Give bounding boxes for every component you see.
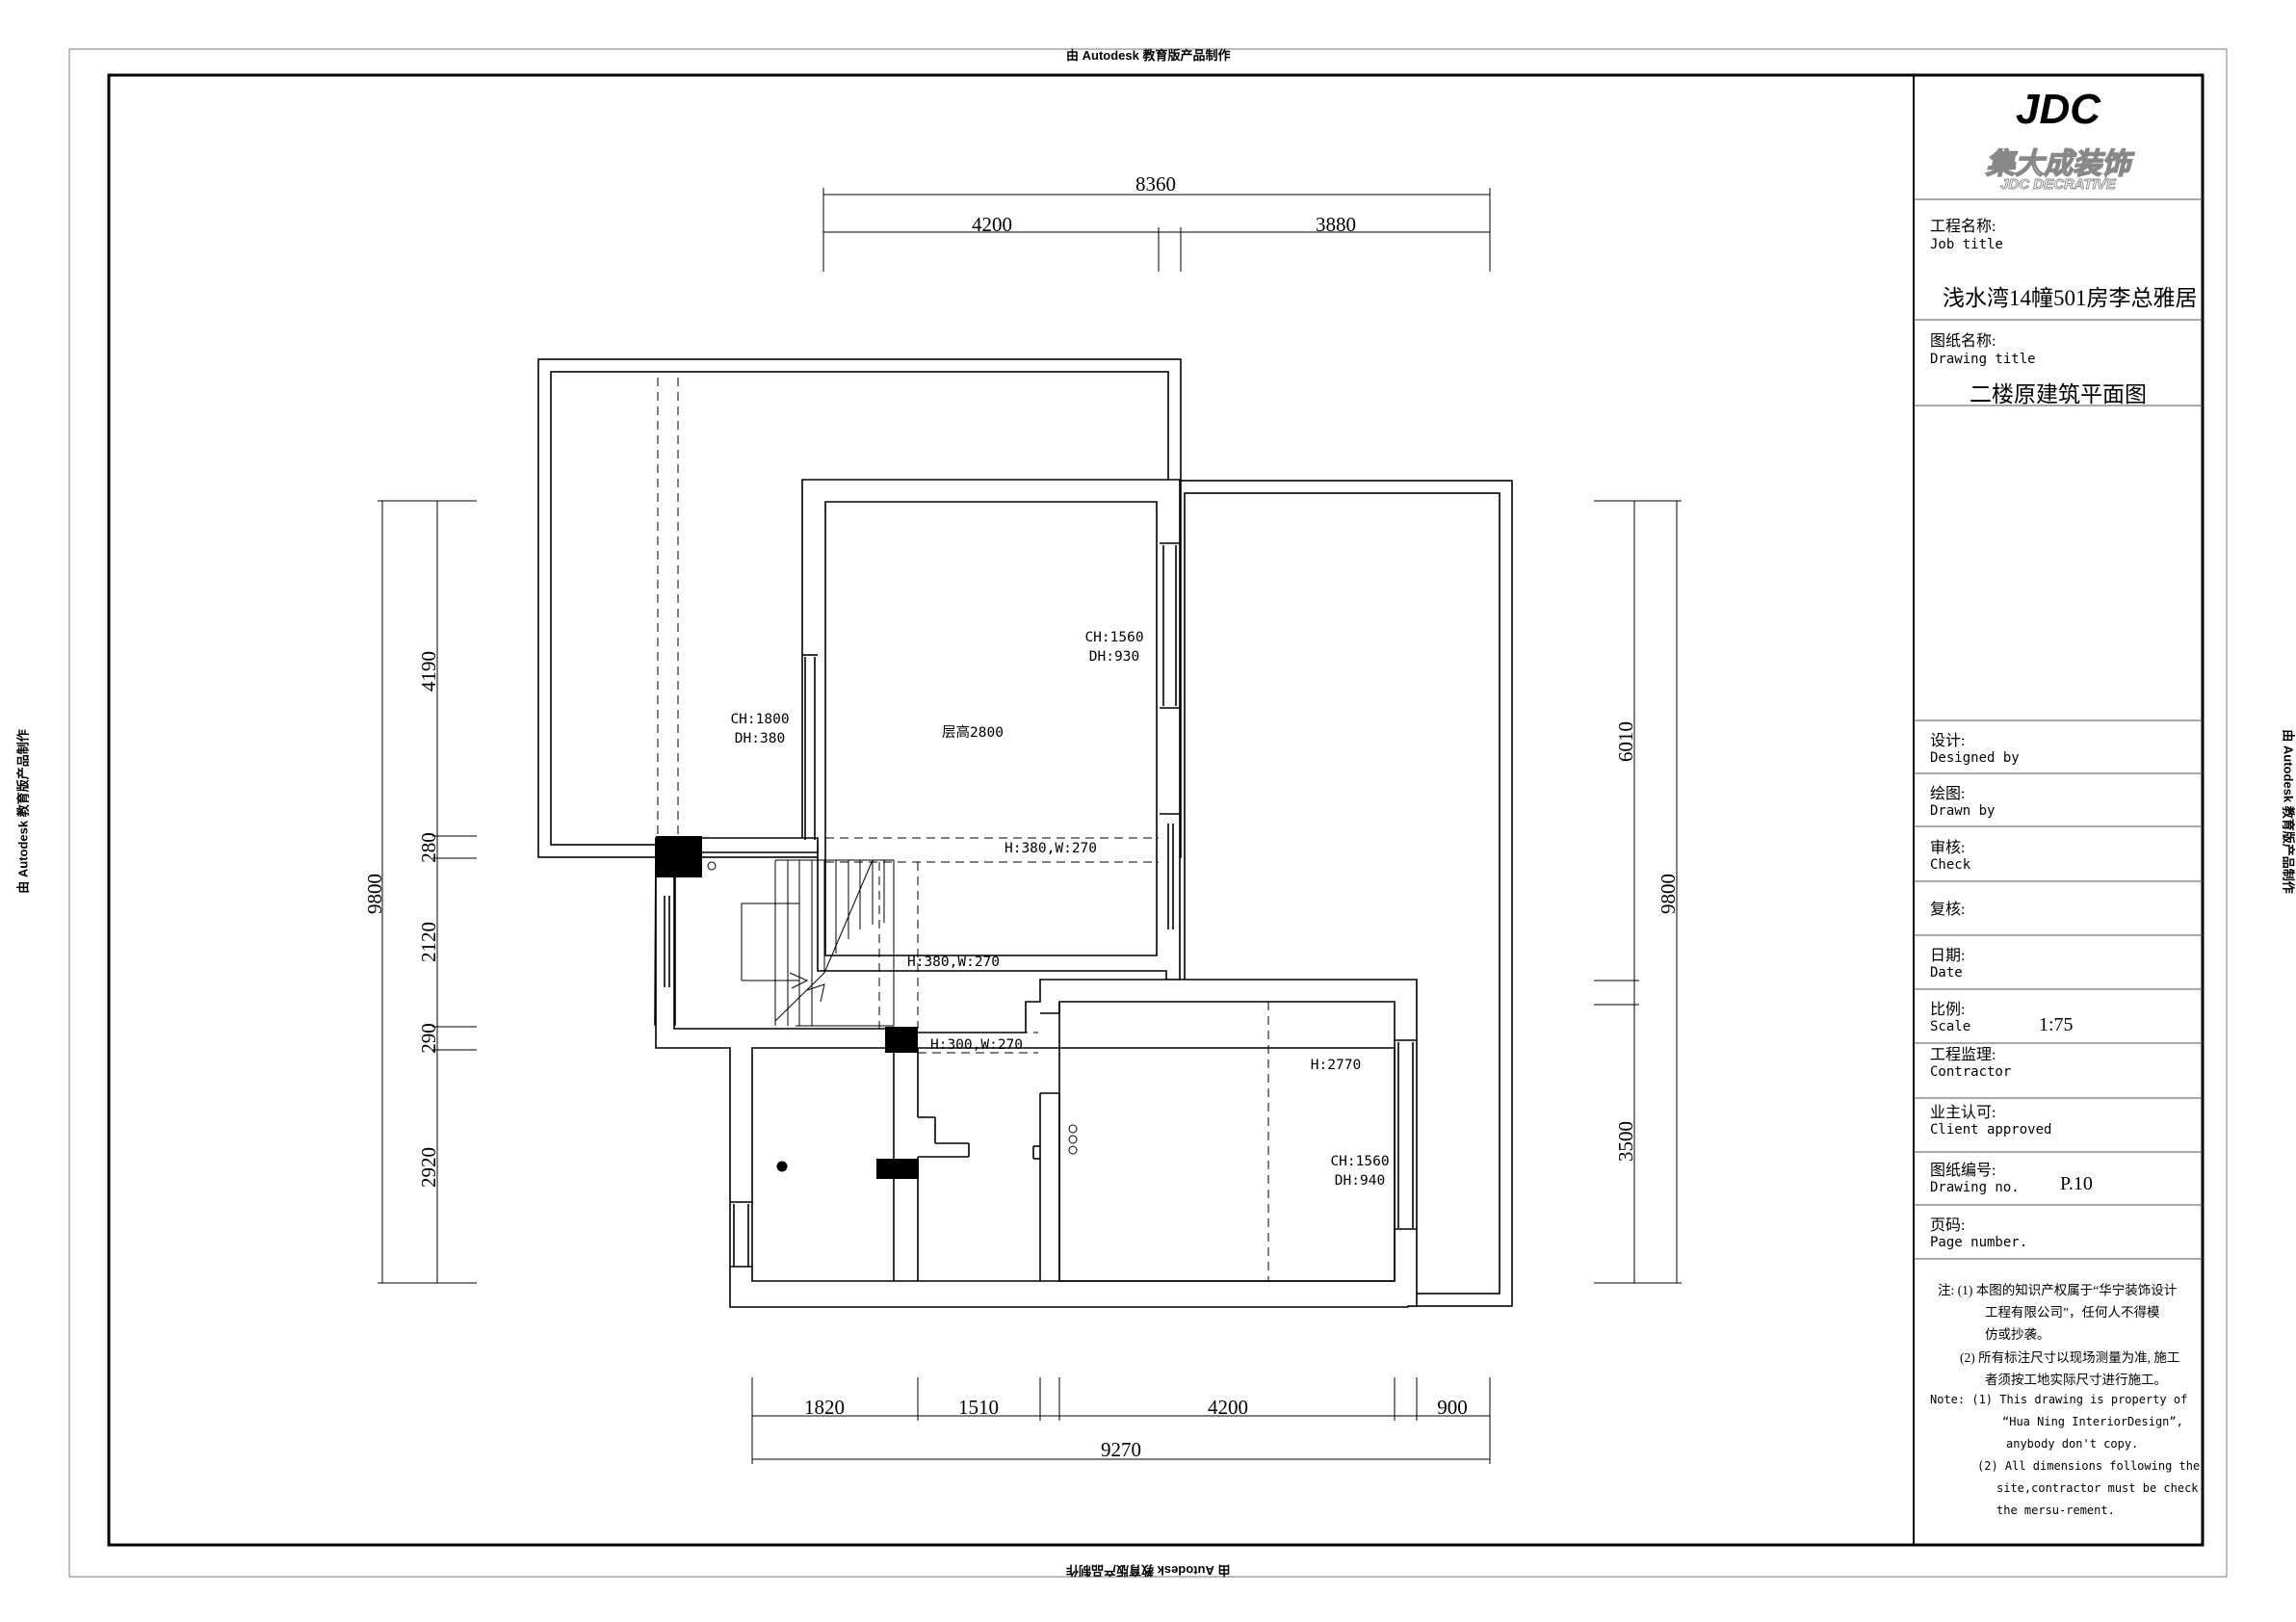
watermark-left: 由 Autodesk 教育版产品制作 xyxy=(15,729,31,894)
contractor-label-en: Contractor xyxy=(1930,1064,2012,1080)
dim-top-total: 8360 xyxy=(1135,172,1176,196)
note-line: 工程有限公司”，任何人不得模 xyxy=(1985,1305,2160,1320)
page-label-en: Page number. xyxy=(1930,1235,2028,1250)
dim-left-2: 280 xyxy=(417,832,440,863)
annotation-beam: H:380,W:270 xyxy=(907,955,1000,970)
title-block: 工程名称: Job title 浅水湾14幢501房李总雅居 图纸名称: Dra… xyxy=(1914,75,2203,1545)
drain-marker xyxy=(776,1161,788,1172)
annotation-floor-height: 层高2800 xyxy=(942,724,1004,741)
annotation-window-ch: CH:1560 xyxy=(1084,630,1143,645)
client-label-en: Client approved xyxy=(1930,1122,2052,1138)
dim-left-1: 4190 xyxy=(417,651,440,692)
scale-label-en: Scale xyxy=(1930,1019,1971,1034)
drawing-frame xyxy=(107,73,2205,1547)
drawn-label-cn: 绘图: xyxy=(1930,786,1966,802)
dimension-lines xyxy=(378,188,1682,1464)
annotation-beam: H:380,W:270 xyxy=(1004,841,1097,856)
scale-label-cn: 比例: xyxy=(1930,1002,1966,1018)
recheck-label-cn: 复核: xyxy=(1930,902,1966,918)
pipe-marker xyxy=(1068,1145,1078,1155)
drawing-no-value: P.10 xyxy=(2060,1173,2093,1194)
main-room-wall-inner xyxy=(824,501,1158,956)
annotation-window-ch: CH:1560 xyxy=(1330,1154,1389,1169)
dim-left-5: 2920 xyxy=(417,1147,440,1188)
note-line: (2) All dimensions following the xyxy=(1977,1459,2201,1473)
pipe-marker xyxy=(1068,1135,1078,1144)
lower-block-outer xyxy=(655,837,1418,1308)
watermark-bottom: 由 Autodesk 教育版产品制作 xyxy=(1066,1563,1231,1578)
drawing-title-label-cn: 图纸名称: xyxy=(1930,333,1996,350)
annotation-window-ch: CH:1800 xyxy=(730,712,789,727)
job-title-label-cn: 工程名称: xyxy=(1930,219,1996,235)
watermark-right: 由 Autodesk 教育版产品制作 xyxy=(2281,729,2296,894)
jdc-logo: JDC 集大成装饰 JDC DECRATIVE xyxy=(1984,86,2135,193)
annotation-window-dh: DH:930 xyxy=(1089,649,1139,665)
pipe-marker xyxy=(707,861,717,871)
date-label-cn: 日期: xyxy=(1930,948,1966,964)
dim-bottom-2: 1510 xyxy=(958,1396,999,1419)
scale-value: 1:75 xyxy=(2039,1014,2074,1035)
dim-left-3: 2120 xyxy=(417,922,440,962)
note-line: “Hua Ning InteriorDesign”, xyxy=(2002,1415,2183,1428)
annotation-window-dh: DH:380 xyxy=(735,731,785,746)
note-line: the mersu-rement. xyxy=(1996,1504,2115,1517)
dim-right-total: 9800 xyxy=(1657,874,1680,914)
dim-top-right: 3880 xyxy=(1316,213,1356,236)
drawing-no-label-en: Drawing no. xyxy=(1930,1180,2020,1195)
designed-label-cn: 设计: xyxy=(1930,733,1966,749)
job-title-value: 浅水湾14幢501房李总雅居 xyxy=(1943,286,2198,310)
partitions xyxy=(664,542,1417,1281)
column-block xyxy=(885,1027,918,1053)
floor-plan xyxy=(537,358,1513,1308)
outer-sheet-border xyxy=(68,48,2228,1578)
designed-label-en: Designed by xyxy=(1930,750,2020,766)
note-line: (2) 所有标注尺寸以现场测量为准, 施工 xyxy=(1960,1350,2180,1365)
logo-jdc: JDC xyxy=(2016,86,2101,133)
drawn-label-en: Drawn by xyxy=(1930,803,1996,819)
page-label-cn: 页码: xyxy=(1930,1217,1966,1234)
dim-bottom-total: 9270 xyxy=(1101,1438,1141,1461)
dim-bottom-3: 4200 xyxy=(1208,1396,1248,1419)
client-label-cn: 业主认可: xyxy=(1930,1105,1996,1121)
logo-cn: 集大成装饰 xyxy=(1985,147,2135,181)
contractor-label-cn: 工程监理: xyxy=(1930,1047,1996,1063)
drawing-title-label-en: Drawing title xyxy=(1930,352,2036,367)
title-block-rules xyxy=(1914,198,2203,1260)
note-line: 者须按工地实际尺寸进行施工。 xyxy=(1985,1373,2167,1387)
beam-lines xyxy=(657,378,1269,1281)
note-line: site,contractor must be check xyxy=(1996,1481,2199,1495)
dim-right-2: 3500 xyxy=(1614,1121,1637,1162)
date-label-en: Date xyxy=(1930,965,1963,981)
drawing-title-value: 二楼原建筑平面图 xyxy=(1970,382,2147,406)
check-label-en: Check xyxy=(1930,857,1971,873)
annotation-beam-height: H:2770 xyxy=(1311,1058,1361,1073)
pipe-marker xyxy=(1068,1124,1078,1134)
job-title-label-en: Job title xyxy=(1930,237,2003,252)
watermark-top: 由 Autodesk 教育版产品制作 xyxy=(1066,48,1231,63)
annotation-window-dh: DH:940 xyxy=(1335,1173,1385,1189)
dim-right-1: 6010 xyxy=(1614,721,1637,762)
staircase xyxy=(741,859,895,1027)
note-line: 仿或抄袭。 xyxy=(1985,1327,2050,1342)
dim-bottom-1: 1820 xyxy=(804,1396,845,1419)
logo-en: JDC DECRATIVE xyxy=(2000,176,2117,193)
column-block xyxy=(656,836,702,877)
check-label-cn: 审核: xyxy=(1930,840,1966,856)
drawing-no-label-cn: 图纸编号: xyxy=(1930,1163,1996,1179)
column-block xyxy=(876,1159,919,1179)
note-line: Note: (1) This drawing is property of xyxy=(1930,1393,2188,1406)
dim-bottom-4: 900 xyxy=(1437,1396,1468,1419)
annotation-beam: H:300,W:270 xyxy=(930,1037,1023,1053)
note-line: anybody don't copy. xyxy=(2006,1437,2139,1451)
dim-left-total: 9800 xyxy=(363,874,386,914)
dim-top-left: 4200 xyxy=(972,213,1012,236)
note-line: 注: (1) 本图的知识产权属于“华宁装饰设计 xyxy=(1938,1283,2178,1297)
dim-left-4: 290 xyxy=(417,1023,440,1054)
